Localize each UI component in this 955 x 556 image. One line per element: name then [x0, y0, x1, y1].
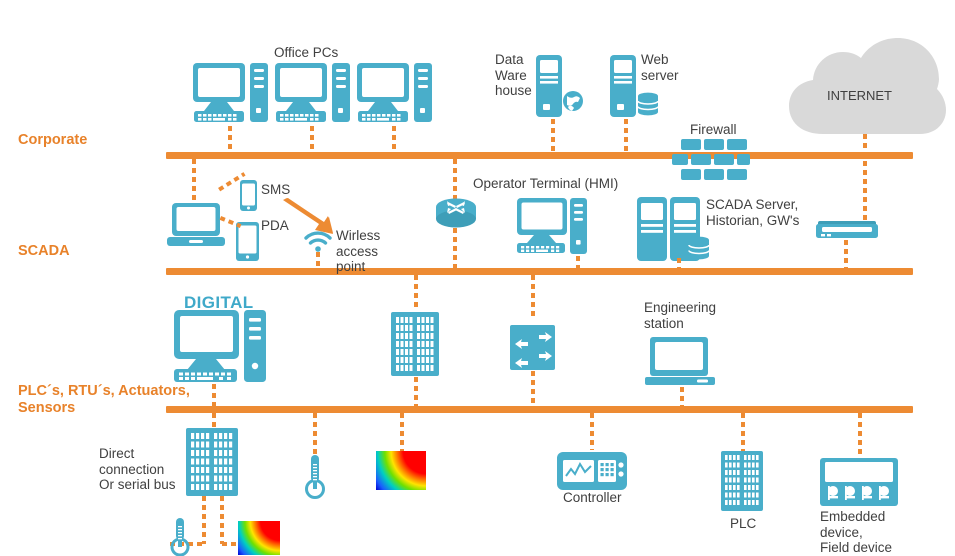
web-server[interactable]: [608, 55, 660, 118]
data-warehouse-server[interactable]: [534, 55, 586, 118]
corporate-bus: [166, 152, 913, 159]
link-control-bus-thermometer: [313, 413, 317, 455]
link-control-bus-controller: [590, 413, 594, 450]
link-corporate-router: [453, 159, 457, 199]
scada-server-cluster[interactable]: [637, 197, 711, 263]
link-switch-control-bus: [531, 371, 535, 406]
controller[interactable]: [557, 452, 627, 490]
link-control-bus-field-rack: [212, 413, 216, 429]
link-control-bus-plc: [741, 413, 745, 451]
link-scada-rack: [414, 275, 418, 311]
firewall[interactable]: [672, 139, 753, 183]
io-rack-control[interactable]: [391, 312, 439, 376]
zone-label-corporate: Corporate: [18, 132, 88, 148]
thermometer-field-2[interactable]: [305, 455, 325, 499]
web-server-label: Web server: [641, 52, 679, 83]
scada-server-label: SCADA Server, Historian, GW's: [706, 197, 800, 228]
sms-label: SMS: [261, 182, 291, 197]
office-pc-1[interactable]: [193, 63, 269, 125]
digital-workstation[interactable]: [174, 310, 266, 388]
controller-label: Controller: [563, 490, 622, 505]
link-data-warehouse: [551, 119, 555, 152]
link-wifi-bus: [316, 252, 320, 270]
internet-cloud: INTERNET: [787, 38, 947, 138]
internet-label: INTERNET: [827, 88, 892, 103]
digital-label: DIGITAL: [184, 293, 254, 312]
link-rack-control-bus: [414, 377, 418, 406]
direct-connection-label: Direct connection Or serial bus: [99, 446, 176, 492]
link-field-rack-serial-1: [202, 496, 206, 544]
plc-label: PLC: [730, 516, 757, 531]
link-control-bus-embedded: [858, 413, 862, 455]
pda-label: PDA: [261, 218, 289, 233]
link-corporate-laptop: [192, 159, 196, 201]
wifi-access-point[interactable]: [304, 231, 332, 254]
thermal-sensor-field-1[interactable]: [238, 521, 280, 555]
link-web-server: [624, 119, 628, 152]
operator-terminal-label: Operator Terminal (HMI): [473, 176, 619, 191]
orange-arrow: [283, 198, 337, 240]
database-cylinder-icon: [688, 236, 710, 260]
link-office-pc-1: [228, 126, 232, 152]
data-warehouse-label: Data Ware house: [495, 52, 532, 98]
io-rack-field[interactable]: [186, 428, 238, 496]
zone-label-scada: SCADA: [18, 243, 70, 259]
zone-label-plc: PLC´s, RTU´s, Actuators, Sensors: [18, 383, 190, 416]
link-gateway-bus: [844, 240, 848, 270]
network-switch[interactable]: [510, 325, 555, 370]
engineering-station-label: Engineering station: [644, 300, 717, 331]
link-internet-gateway: [863, 134, 867, 220]
link-office-pc-3: [392, 126, 396, 152]
thermal-sensor-field-2[interactable]: [376, 451, 426, 490]
embedded-device[interactable]: [820, 458, 898, 506]
link-hmi-bus: [576, 256, 580, 270]
link-digital-workstation-bus: [212, 384, 216, 406]
scada-laptop[interactable]: [167, 203, 227, 249]
link-scada-switch: [531, 275, 535, 316]
scada-bus: [166, 268, 913, 275]
database-cylinder-icon: [637, 92, 659, 116]
link-office-pc-2: [310, 126, 314, 152]
gateway-modem[interactable]: [816, 218, 878, 240]
plc[interactable]: [721, 451, 763, 511]
link-control-bus-thermal: [400, 413, 404, 451]
thermometer-field-1[interactable]: [170, 518, 190, 556]
link-serial-heatmap: [222, 542, 248, 546]
office-pcs-label: Office PCs: [274, 45, 339, 60]
operator-terminal-hmi[interactable]: [517, 198, 589, 256]
engineering-station[interactable]: [645, 337, 715, 387]
wireless-access-point-label: Wirless access point: [336, 228, 381, 274]
router[interactable]: [435, 198, 477, 230]
office-pc-3[interactable]: [357, 63, 433, 125]
firewall-label: Firewall: [690, 122, 737, 137]
control-bus: [166, 406, 913, 413]
link-scada-server-bus: [677, 258, 681, 270]
embedded-device-label: Embedded device, Field device: [820, 509, 893, 555]
link-engineering-station-bus: [680, 387, 684, 406]
office-pc-2[interactable]: [275, 63, 351, 125]
sms-phone[interactable]: [240, 180, 258, 212]
link-field-rack-serial-2: [220, 496, 224, 544]
link-router-scada-bus: [453, 228, 457, 270]
pda-tablet[interactable]: [236, 222, 260, 262]
